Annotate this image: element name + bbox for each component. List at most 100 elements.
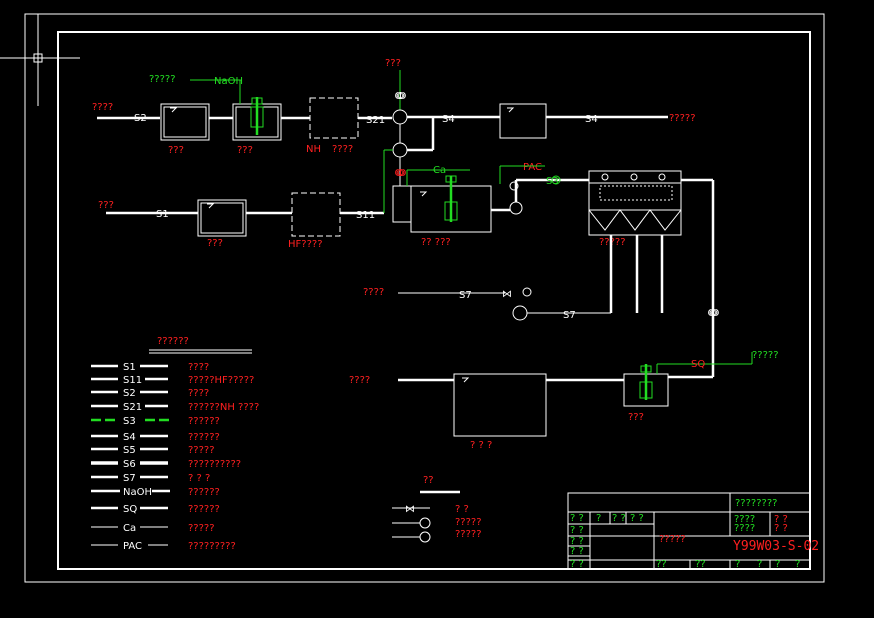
title-block-cell: ???? <box>734 523 755 534</box>
hf-tank-label: HF???? <box>288 239 323 250</box>
svg-text:??????: ?????? <box>188 487 220 498</box>
mid-valve-icon: ↈ <box>395 168 406 179</box>
svg-text:????: ???? <box>188 388 209 399</box>
title-block-cell: ? <box>795 559 800 570</box>
svg-text:?????HF?????: ?????HF????? <box>188 375 254 386</box>
flow-label-s21: S21 <box>366 115 385 126</box>
svg-text:??????: ?????? <box>188 432 220 443</box>
tank-2-label: ??? <box>237 145 253 156</box>
title-block-cell: ? ? <box>570 525 584 536</box>
outer-frame <box>24 13 825 583</box>
s1-tank-label: ??? <box>207 238 223 249</box>
pump-1-icon <box>509 201 523 215</box>
flow-label-s7a: S7 <box>459 290 472 301</box>
sq-source-label: ????? <box>752 350 779 361</box>
title-block-cell: ? ? <box>774 514 788 525</box>
cad-cursor-icon <box>0 14 80 106</box>
svg-text:??????NH ????: ??????NH ???? <box>188 402 259 413</box>
flow-label-s7b: S7 <box>563 310 576 321</box>
svg-text:S11: S11 <box>123 375 142 386</box>
input-label-mid-left: ??? <box>98 200 114 211</box>
svg-text:S2: S2 <box>123 388 136 399</box>
pump-icon <box>419 531 431 543</box>
flow-label-s4b: S4 <box>585 114 598 125</box>
svg-text:PAC: PAC <box>123 541 142 552</box>
inner-frame <box>57 31 811 570</box>
title-block-cell: ? ? <box>570 536 584 547</box>
nh-tank-label: NH <box>306 144 321 155</box>
mixer-1-icon <box>392 109 408 125</box>
legend-row: S2 ???? <box>91 388 209 399</box>
svg-text:??????: ?????? <box>188 504 220 515</box>
legend-row: Ca ????? <box>91 523 215 534</box>
title-block-cell: ? <box>757 559 762 570</box>
svg-text:S1: S1 <box>123 362 136 373</box>
naoh-source-label: ????? <box>149 74 176 85</box>
symbol-row: ⋈ ? ? <box>392 504 469 515</box>
input-label-top-left: ???? <box>92 102 113 113</box>
s3-marker-icon <box>551 175 561 185</box>
legend-row: S3 ?????? <box>91 416 220 427</box>
legend-row: SQ ?????? <box>91 504 220 515</box>
tank-1 <box>160 103 210 141</box>
svg-text:S6: S6 <box>123 459 136 470</box>
top-source-label: ??? <box>385 58 401 69</box>
legend-row: S6 ?????????? <box>91 459 241 470</box>
title-block-cell: ?? <box>695 559 706 570</box>
svg-text:? ?: ? ? <box>455 504 469 515</box>
tank-1-label: ??? <box>168 145 184 156</box>
legend-row: S11 ?????HF????? <box>91 375 254 386</box>
final-tank-label: ? ? ? <box>470 440 492 451</box>
title-block-header: ???????? <box>735 498 777 509</box>
flowmeter-1-icon <box>509 181 519 191</box>
pump-2-icon <box>512 305 528 321</box>
reactor-tank <box>392 175 492 233</box>
reactor-label: ?? ??? <box>421 237 451 248</box>
svg-text:?????????: ????????? <box>188 541 236 552</box>
svg-text:Ca: Ca <box>123 523 136 534</box>
title-block-cell: ? ? <box>570 513 584 524</box>
flow-label-s2: S2 <box>134 113 147 124</box>
svg-text:??????: ?????? <box>188 416 220 427</box>
valve-icon: ⋈ <box>405 504 415 515</box>
svg-text:S4: S4 <box>123 432 136 443</box>
svg-text:SQ: SQ <box>123 504 137 515</box>
svg-text:?????: ????? <box>188 445 215 456</box>
tank-2 <box>232 97 282 141</box>
title-block-cell: ? ? <box>630 513 644 524</box>
flowmeter-icon <box>419 517 431 529</box>
top-valve-icon: ↈ <box>395 91 406 102</box>
flowmeter-2-icon <box>522 287 532 297</box>
drawing-name: ????? <box>659 534 686 545</box>
final-tank <box>453 373 547 437</box>
title-block-cell: ? ? <box>570 559 584 570</box>
title-block-cell: ? ? <box>612 513 626 524</box>
s7-input-label: ???? <box>363 287 384 298</box>
drawing-number: Y99W03-S-02 <box>733 539 819 554</box>
legend-row: S4 ?????? <box>91 432 220 443</box>
symbol-row: ????? <box>392 517 482 529</box>
title-block-cell: ? ? <box>774 523 788 534</box>
clarifier <box>588 170 682 236</box>
legend-row: NaOH ?????? <box>91 487 220 498</box>
symbol-key-title: ?? <box>423 475 434 486</box>
title-block-cell: ? <box>596 513 601 524</box>
hf-tank <box>291 192 341 237</box>
legend-row: S5 ????? <box>91 445 215 456</box>
svg-text:S7: S7 <box>123 473 136 484</box>
svg-text:S5: S5 <box>123 445 136 456</box>
svg-text:? ? ?: ? ? ? <box>188 473 210 484</box>
title-block-cell: ? ? <box>570 546 584 557</box>
svg-text:?????: ????? <box>188 523 215 534</box>
clarifier-label: ????? <box>599 237 626 248</box>
small-tank <box>623 364 669 407</box>
legend-row: PAC ????????? <box>91 541 236 552</box>
flow-label-s1: S1 <box>156 209 169 220</box>
s7-valve-icon: ⋈ <box>502 289 512 300</box>
title-block-cell: ? <box>735 559 740 570</box>
svg-text:?????: ????? <box>455 517 482 528</box>
title-block-cell: ?? <box>656 559 667 570</box>
legend-row: S21 ??????NH ???? <box>91 402 259 413</box>
legend-title: ?????? <box>157 336 189 347</box>
